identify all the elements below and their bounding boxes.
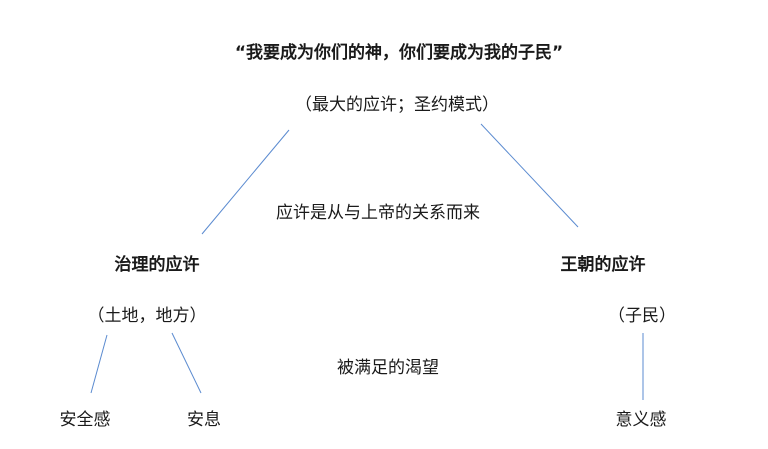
- bottom-note: 被满足的渴望: [337, 358, 439, 378]
- connector-left-child-1: [90, 334, 108, 394]
- middle-note: 应许是从与上帝的关系而来: [276, 203, 480, 223]
- left-branch-title: 治理的应许: [114, 255, 200, 275]
- left-child-security: 安全感: [59, 410, 111, 430]
- right-branch-subtitle: （子民）: [608, 306, 676, 326]
- root-subtitle: （最大的应许；圣约模式）: [295, 95, 499, 115]
- left-branch-subtitle: （土地，地方）: [87, 306, 207, 326]
- connector-root-left: [201, 129, 290, 235]
- right-branch-title: 王朝的应许: [560, 255, 646, 275]
- left-child-rest: 安息: [187, 410, 221, 430]
- root-title: “我要成为你们的神，你们要成为我的子民”: [234, 43, 564, 63]
- connector-left-child-2: [171, 332, 202, 394]
- right-child-meaning: 意义感: [615, 410, 667, 430]
- connector-root-right: [480, 123, 579, 228]
